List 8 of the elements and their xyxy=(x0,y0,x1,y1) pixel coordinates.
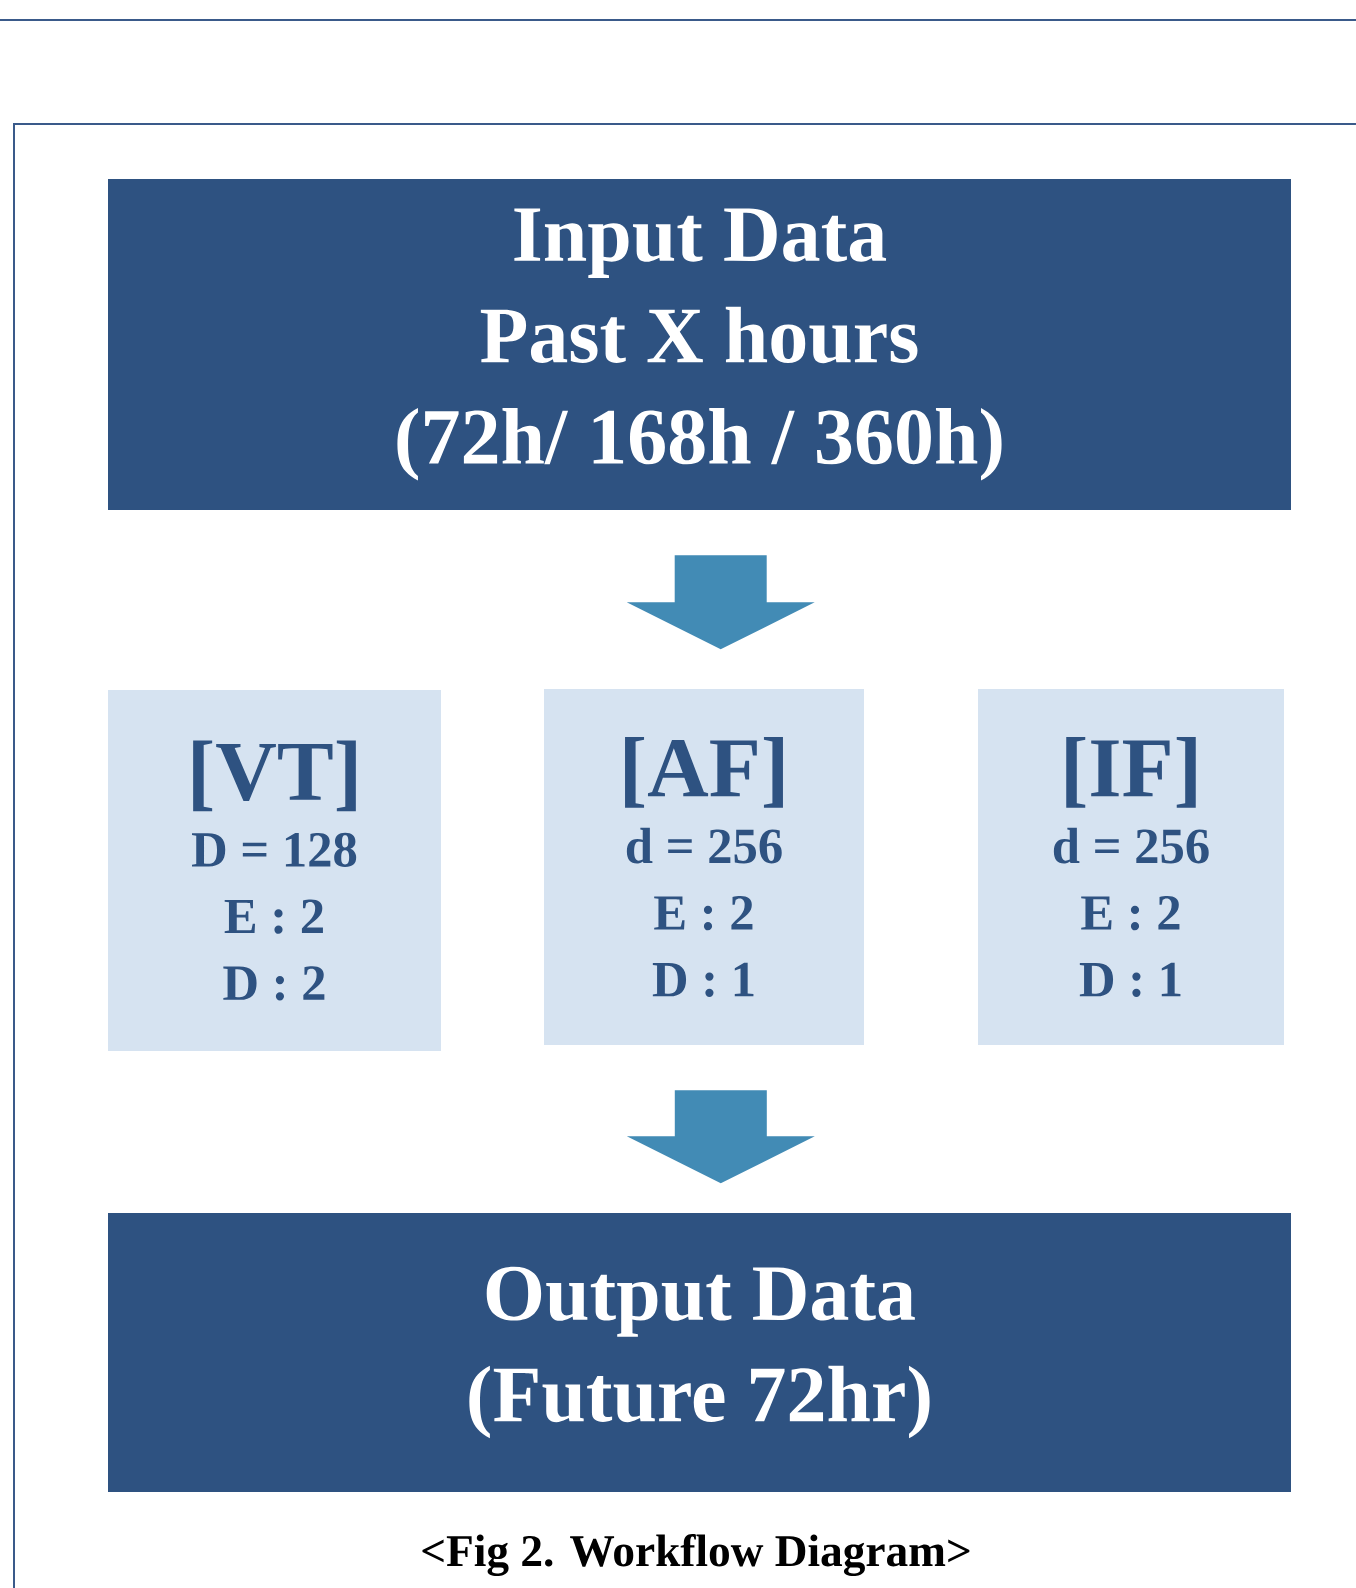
process-box: Input Data Past X hours (72h/ 168h / 360h) xyxy=(108,179,1291,510)
process-box: Output Data (Future 72hr) xyxy=(108,1213,1291,1492)
process-box: [VT] D = 128 E : 2 D : 2 xyxy=(108,690,441,1051)
block-arrow xyxy=(626,555,815,650)
process-box: [AF] d = 256 E : 2 D : 1 xyxy=(544,689,864,1045)
process-box: [IF] d = 256 E : 2 D : 1 xyxy=(978,689,1284,1045)
block-arrow xyxy=(626,1090,815,1184)
caption: <Fig 2. Workflow Diagram> xyxy=(422,1534,970,1576)
